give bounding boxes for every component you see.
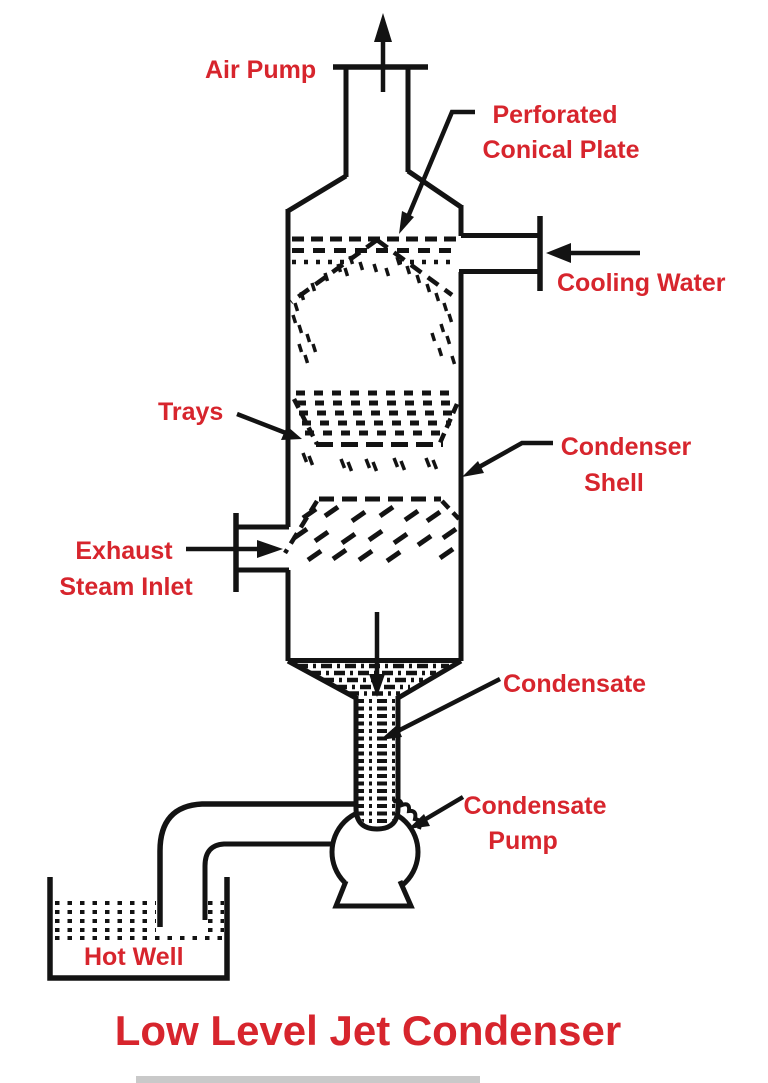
exhaust-steam-label-line1: Exhaust (75, 537, 173, 565)
steam-spray-pattern (283, 496, 461, 564)
condensate-pump-leader (408, 795, 465, 829)
trays-label: Trays (158, 398, 223, 426)
air-pump-label: Air Pump (205, 56, 316, 84)
condenser-shell-label-line1: Condenser (561, 433, 692, 461)
condenser-shell-leader (462, 440, 553, 477)
condenser-shell-outline (285, 64, 464, 701)
hot-well-tank (47, 877, 230, 981)
condensate-label: Condensate (503, 670, 646, 698)
perforated-plate-label-line2: Conical Plate (483, 136, 640, 164)
tray-stack (291, 390, 460, 472)
bottom-cone-water (297, 612, 449, 697)
exhaust-steam-label-line2: Steam Inlet (59, 573, 193, 601)
perforated-conical-plate (289, 236, 457, 365)
tray-drip-dots (301, 452, 439, 472)
hot-well-water (55, 901, 224, 940)
hot-well-label: Hot Well (84, 943, 184, 971)
downflow-arrow-icon (369, 612, 385, 697)
condensate-pump-label-line2: Pump (488, 827, 557, 855)
exhaust-steam-inlet (186, 513, 289, 592)
condensate-tailpipe (353, 696, 422, 832)
plate-spray-dots (291, 255, 457, 365)
condensate-pump-label-line1: Condensate (463, 792, 606, 820)
exhaust-steam-arrow-icon (186, 540, 283, 558)
cooling-water-label: Cooling Water (557, 269, 726, 297)
diagram-title: Low Level Jet Condenser (115, 1007, 621, 1054)
condensate-leader (380, 676, 502, 740)
footer-scroll-artifact (136, 1076, 480, 1083)
cooling-water-inlet (459, 216, 640, 291)
cooling-water-arrow-icon (546, 243, 640, 263)
perforated-plate-leader (399, 109, 475, 234)
trays-leader (236, 411, 302, 440)
pump-stand (332, 879, 415, 909)
air-flow-arrow-icon (374, 13, 392, 92)
condenser-shell-label-line2: Shell (584, 469, 644, 497)
perforated-plate-label-line1: Perforated (492, 101, 617, 129)
discharge-pipe (157, 801, 356, 927)
